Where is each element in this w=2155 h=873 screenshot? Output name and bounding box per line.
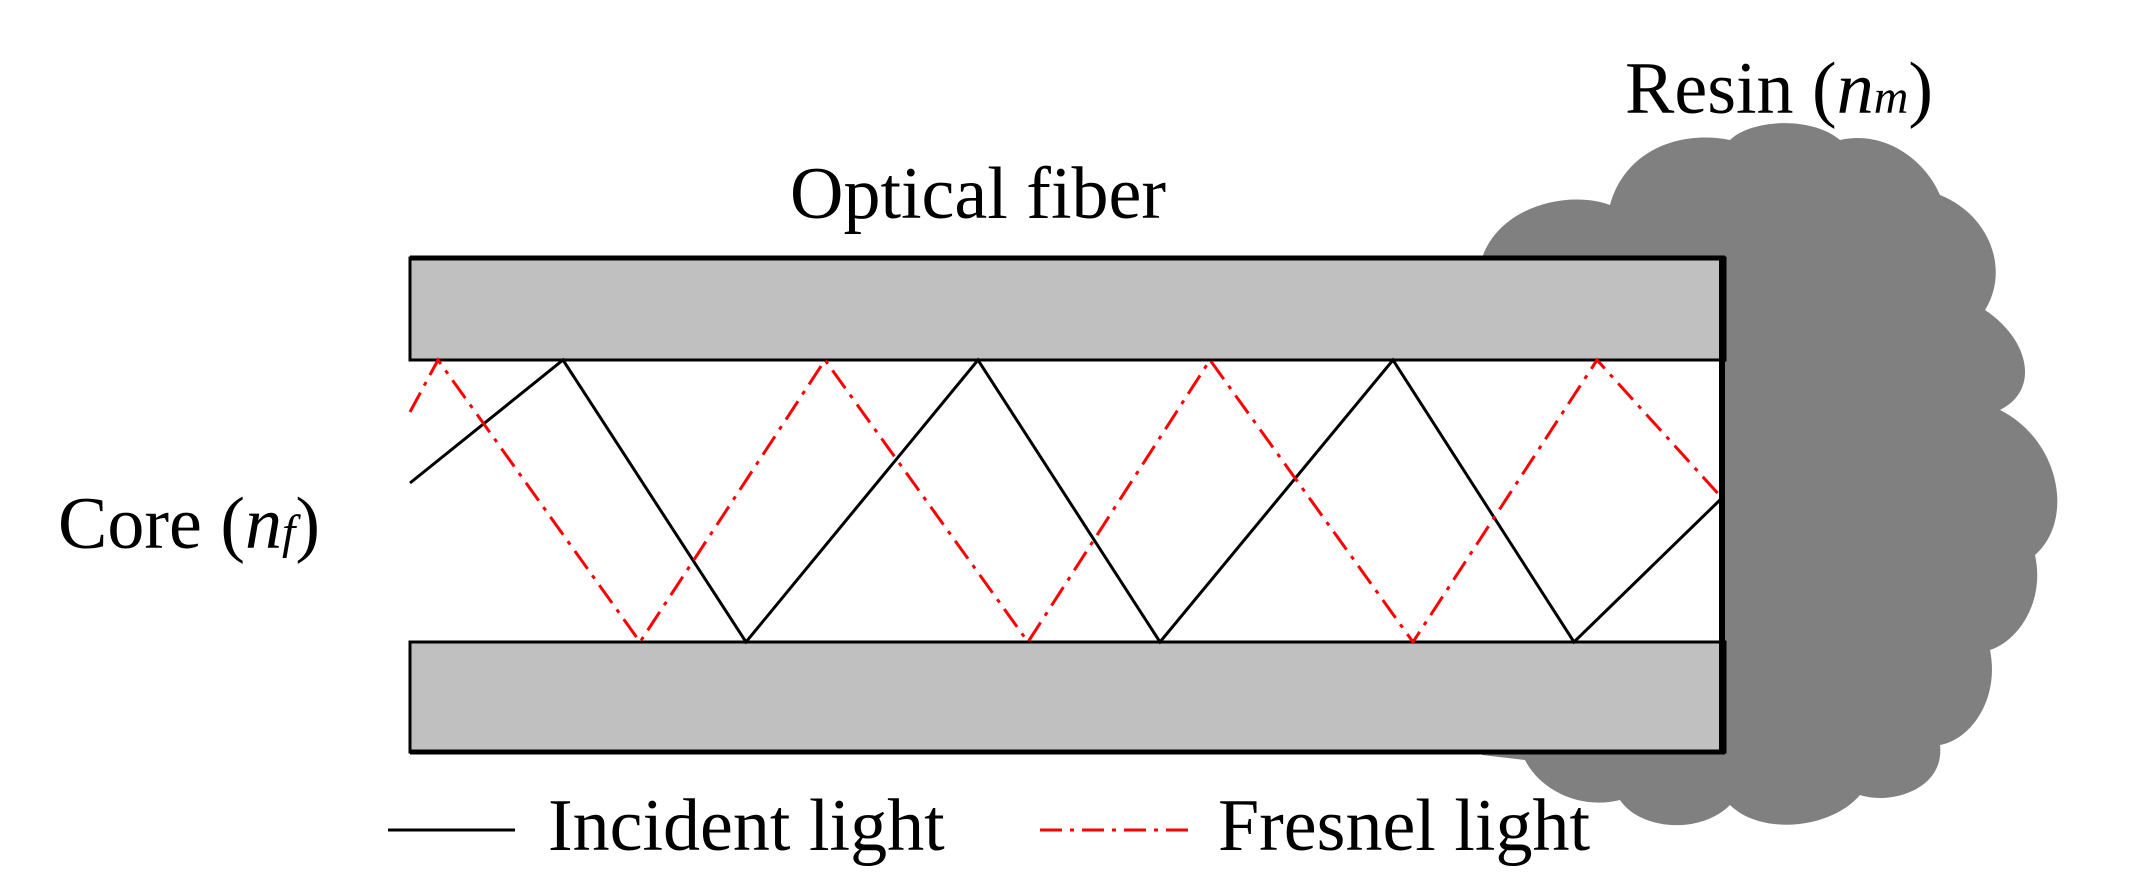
legend-incident-label: Incident light [548, 785, 945, 867]
incident-light-ray [409, 357, 1724, 645]
legend: Incident light Fresnel light [388, 785, 1590, 867]
lower-cladding [408, 640, 1727, 754]
legend-fresnel-label: Fresnel light [1218, 785, 1590, 867]
fresnel-light-ray [408, 357, 1724, 645]
upper-cladding [408, 256, 1727, 362]
resin-label: Resin (nm) [1625, 48, 1933, 130]
optical-fiber-label: Optical fiber [790, 153, 1166, 235]
core-label: Core (nf) [58, 483, 320, 565]
